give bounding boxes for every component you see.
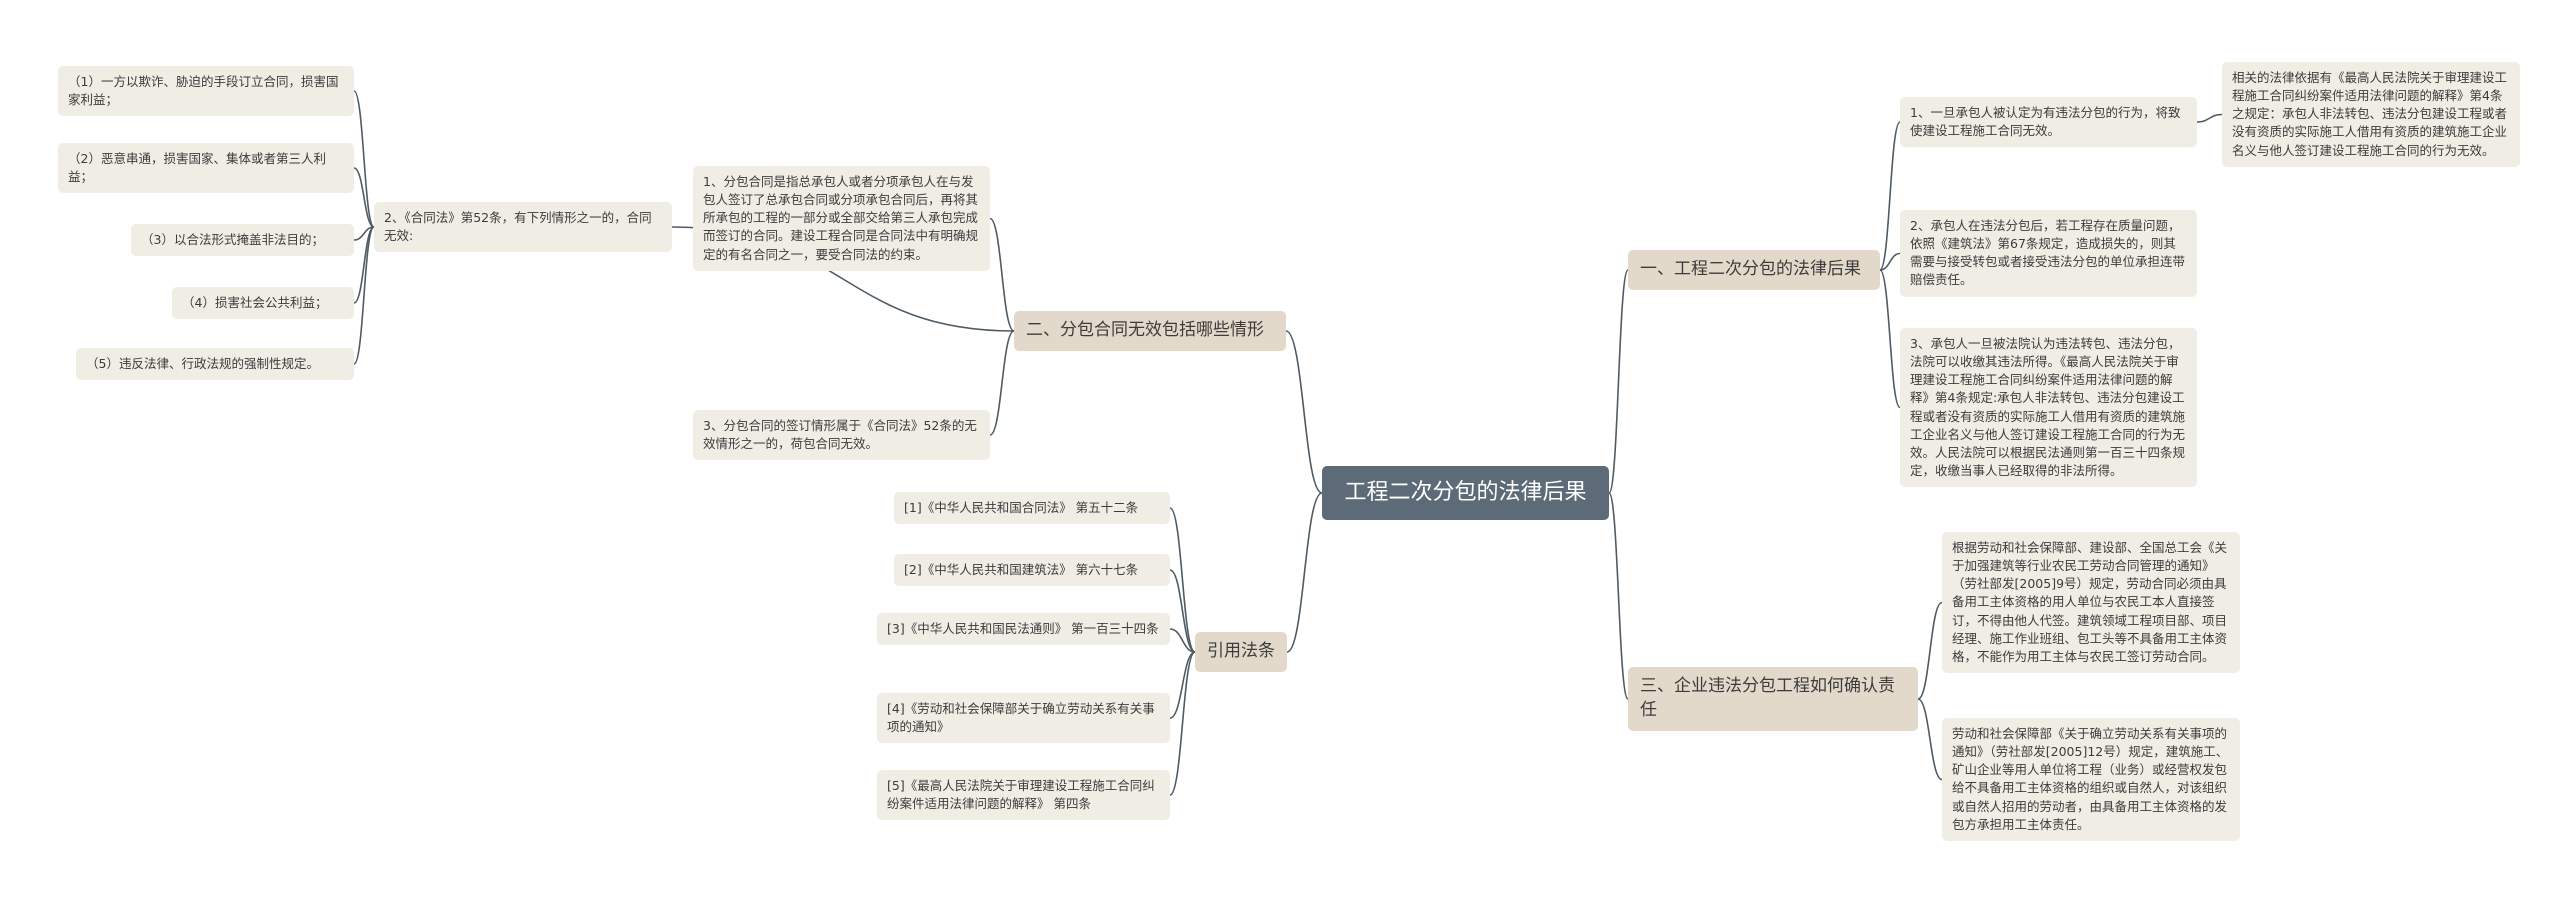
connector-line — [1169, 628, 1196, 653]
connector-line — [353, 90, 375, 228]
invalid-case-item-3[interactable]: 3、分包合同的签订情形属于《合同法》52条的无效情形之一的，荷包合同无效。 — [693, 410, 990, 461]
cited-law-3[interactable]: [3]《中华人民共和国民法通则》 第一百三十四条 — [877, 613, 1170, 646]
cited-law-1[interactable]: [1]《中华人民共和国合同法》 第五十二条 — [894, 492, 1170, 525]
branch-illegal-subcontract-liability[interactable]: 三、企业违法分包工程如何确认责任 — [1628, 667, 1918, 731]
cited-law-2[interactable]: [2]《中华人民共和国建筑法》 第六十七条 — [894, 554, 1170, 587]
connector-line — [1285, 330, 1323, 494]
connector-line — [989, 330, 1015, 436]
connector-line — [1917, 601, 1943, 700]
connector-line — [1286, 492, 1323, 653]
connector-line — [1879, 252, 1901, 271]
contract-law-case-2[interactable]: （2）恶意串通，损害国家、集体或者第三人利益； — [58, 143, 354, 194]
branch-invalid-contract-cases[interactable]: 二、分包合同无效包括哪些情形 — [1014, 311, 1286, 351]
consequence-item-2[interactable]: 2、承包人在违法分包后，若工程存在质量问题，依照《建筑法》第67条规定，造成损失… — [1900, 210, 2197, 297]
connector-line — [353, 167, 375, 228]
connector-line — [1169, 651, 1196, 719]
contract-law-case-5[interactable]: （5）违反法律、行政法规的强制性规定。 — [76, 348, 354, 381]
invalid-case-item-1[interactable]: 1、分包合同是指总承包人或者分项承包人在与发包人签订了总承包合同或分项承包合同后… — [693, 166, 990, 271]
root-topic[interactable]: 工程二次分包的法律后果 — [1322, 466, 1609, 520]
invalid-case-item-2[interactable]: 2、《合同法》第52条，有下列情形之一的，合同无效: — [374, 202, 672, 253]
contract-law-case-4[interactable]: （4）损害社会公共利益； — [172, 287, 354, 320]
cited-law-4[interactable]: [4]《劳动和社会保障部关于确立劳动关系有关事项的通知》 — [877, 693, 1170, 744]
consequence-item-3[interactable]: 3、承包人一旦被法院认为违法转包、违法分包，法院可以收缴其违法所得。《最高人民法… — [1900, 328, 2197, 487]
branch-cited-laws[interactable]: 引用法条 — [1195, 632, 1287, 672]
contract-law-case-3[interactable]: （3）以合法形式掩盖非法目的； — [131, 224, 354, 257]
cited-law-5[interactable]: [5]《最高人民法院关于审理建设工程施工合同纠纷案件适用法律问题的解释》 第四条 — [877, 770, 1170, 821]
connector-line — [1608, 269, 1629, 494]
connector-line — [1608, 492, 1629, 700]
branch-legal-consequences[interactable]: 一、工程二次分包的法律后果 — [1628, 250, 1880, 290]
connector-line — [1879, 269, 1901, 409]
contract-law-case-1[interactable]: （1）一方以欺诈、胁迫的手段订立合同，损害国家利益； — [58, 66, 354, 117]
connector-line — [2196, 113, 2223, 123]
connector-line — [989, 217, 1015, 332]
consequence-item-1[interactable]: 1、一旦承包人被认定为有违法分包的行为，将致使建设工程施工合同无效。 — [1900, 97, 2197, 148]
liability-item-2[interactable]: 劳动和社会保障部《关于确立劳动关系有关事项的通知》（劳社部发[2005]12号）… — [1942, 718, 2240, 841]
connector-line — [1879, 121, 1901, 271]
connector-line — [1169, 507, 1196, 653]
legal-basis-note[interactable]: 相关的法律依据有《最高人民法院关于审理建设工程施工合同纠纷案件适用法律问题的解释… — [2222, 62, 2520, 167]
connector-line — [1917, 698, 1943, 781]
liability-item-1[interactable]: 根据劳动和社会保障部、建设部、全国总工会《关于加强建筑等行业农民工劳动合同管理的… — [1942, 532, 2240, 673]
connector-line — [1169, 569, 1196, 653]
connector-line — [1169, 651, 1196, 796]
connector-line — [353, 226, 375, 365]
